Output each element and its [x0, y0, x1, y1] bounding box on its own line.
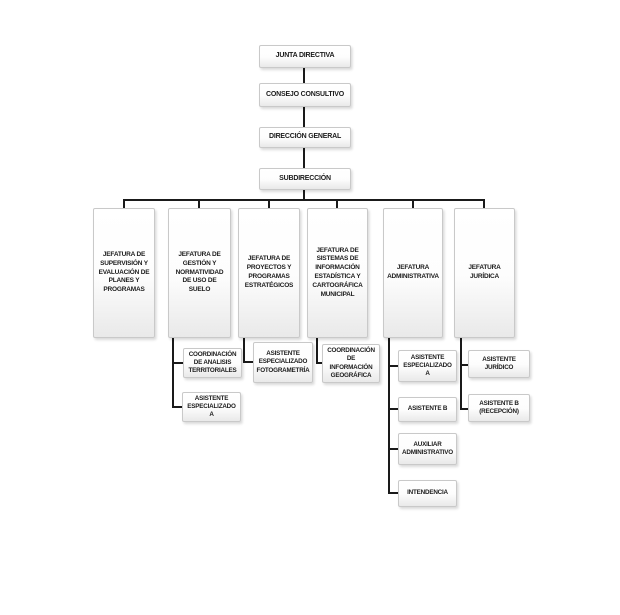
org-node-jefatura-sistemas: JEFATURA DE SISTEMAS DE INFORMACIÓN ESTA… [307, 208, 368, 338]
connector-line [243, 361, 254, 363]
connector-line [483, 200, 485, 209]
org-node-label: ASISTENTE ESPECIALIZADO A [403, 353, 452, 378]
connector-line [172, 337, 174, 407]
org-node-auxiliar-administrativo: AUXILIAR ADMINISTRATIVO [398, 433, 457, 465]
org-node-asistente-juridico: ASISTENTE JURÍDICO [468, 350, 530, 378]
org-node-asistente-especializado-a-gestion: ASISTENTE ESPECIALIZADO A [182, 392, 241, 422]
org-node-junta-directiva: JUNTA DIRECTIVA [259, 45, 351, 68]
org-node-label: JEFATURA DE GESTIÓN Y NORMATIVIDAD DE US… [175, 251, 224, 294]
org-node-label: ASISTENTE B (RECEPCIÓN) [479, 399, 519, 415]
org-node-direccion-general: DIRECCIÓN GENERAL [259, 127, 351, 148]
org-node-label: ASISTENTE JURÍDICO [482, 355, 516, 371]
connector-line [388, 408, 399, 410]
org-node-label: CONSEJO CONSULTIVO [266, 90, 344, 98]
org-node-asistente-b-recepcion: ASISTENTE B (RECEPCIÓN) [468, 394, 530, 422]
org-node-jefatura-juridica: JEFATURA JURÍDICA [454, 208, 515, 338]
org-node-coordinacion-analisis: COORDINACIÓN DE ANALISIS TERRITORIALES [183, 348, 242, 378]
connector-line [388, 365, 399, 367]
org-node-jefatura-administrativa: JEFATURA ADMINISTRATIVA [383, 208, 443, 338]
org-node-asistente-b: ASISTENTE B [398, 397, 457, 422]
org-node-jefatura-proyectos: JEFATURA DE PROYECTOS Y PROGRAMAS ESTRAT… [238, 208, 300, 338]
connector-line [268, 200, 270, 209]
org-node-label: JUNTA DIRECTIVA [275, 52, 335, 60]
connector-line [336, 200, 338, 209]
org-node-asistente-especializado-a-admin: ASISTENTE ESPECIALIZADO A [398, 350, 457, 382]
org-node-label: JEFATURA JURÍDICA [468, 264, 501, 280]
org-node-consejo-consultivo: CONSEJO CONSULTIVO [259, 83, 351, 107]
org-node-label: ASISTENTE ESPECIALIZADO FOTOGRAMETRÍA [256, 350, 310, 374]
org-node-jefatura-gestion: JEFATURA DE GESTIÓN Y NORMATIVIDAD DE US… [168, 208, 231, 338]
org-node-label: INTENDENCIA [407, 489, 448, 497]
connector-line [123, 200, 125, 209]
connector-line [198, 200, 200, 209]
org-node-coordinacion-informacion-geografica: COORDINACIÓN DE INFORMACIÓN GEOGRÁFICA [322, 344, 380, 383]
org-node-label: JEFATURA DE SUPERVISIÓN Y EVALUACIÓN DE … [98, 251, 150, 294]
connector-line [243, 337, 245, 363]
org-node-label: JEFATURA DE PROYECTOS Y PROGRAMAS ESTRAT… [244, 255, 294, 289]
connector-line [460, 364, 469, 366]
connector-line [303, 107, 305, 127]
org-node-label: SUBDIRECCIÓN [279, 174, 331, 182]
org-node-jefatura-supervision: JEFATURA DE SUPERVISIÓN Y EVALUACIÓN DE … [93, 208, 155, 338]
org-node-label: JEFATURA ADMINISTRATIVA [387, 264, 439, 280]
connector-line [388, 337, 390, 494]
org-node-label: COORDINACIÓN DE INFORMACIÓN GEOGRÁFICA [327, 347, 375, 379]
connector-line [303, 190, 305, 200]
org-node-label: COORDINACIÓN DE ANALISIS TERRITORIALES [188, 350, 237, 375]
connector-line [303, 68, 305, 83]
connector-line [316, 337, 318, 364]
connector-line [388, 492, 399, 494]
org-node-asistente-fotogrametria: ASISTENTE ESPECIALIZADO FOTOGRAMETRÍA [253, 342, 313, 383]
connector-rail [123, 199, 485, 201]
connector-line [303, 148, 305, 168]
org-node-subdireccion: SUBDIRECCIÓN [259, 168, 351, 190]
connector-line [172, 362, 184, 364]
connector-line [460, 408, 469, 410]
connector-line [316, 362, 324, 364]
org-node-label: ASISTENTE ESPECIALIZADO A [187, 394, 236, 419]
org-node-label: ASISTENTE B [407, 405, 448, 413]
connector-line [412, 200, 414, 209]
org-node-intendencia: INTENDENCIA [398, 480, 457, 507]
connector-line [388, 448, 399, 450]
connector-line [172, 406, 183, 408]
org-node-label: JEFATURA DE SISTEMAS DE INFORMACIÓN ESTA… [312, 246, 363, 298]
org-node-label: AUXILIAR ADMINISTRATIVO [402, 440, 453, 456]
connector-line [460, 337, 462, 409]
org-node-label: DIRECCIÓN GENERAL [268, 133, 342, 141]
